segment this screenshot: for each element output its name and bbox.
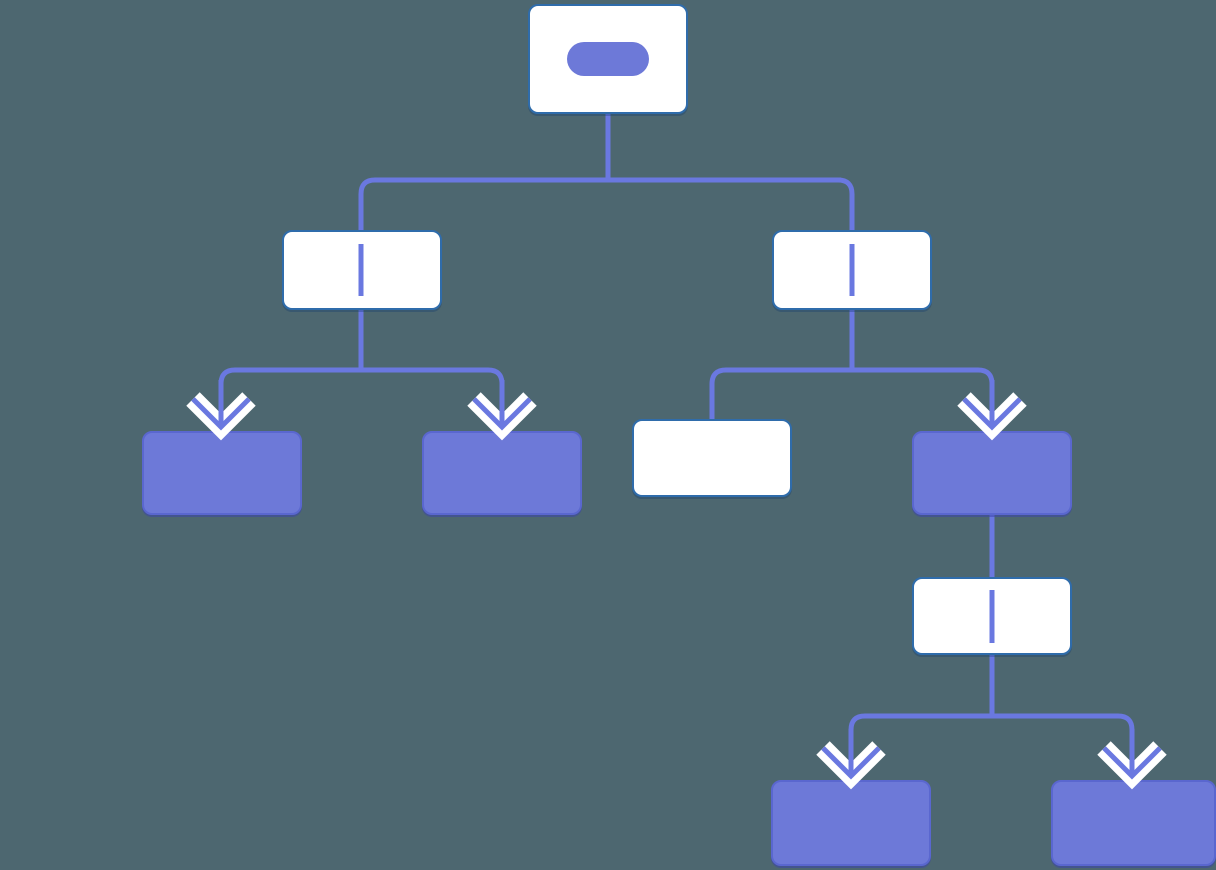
- path-branchl-to-ll2: [361, 367, 505, 432]
- arrowhead-halo: [1097, 741, 1167, 790]
- path-branchr2-to-b2: [992, 713, 1135, 781]
- arrowhead-node-r2: [957, 380, 1027, 441]
- path-branchl-to-ll1: [218, 367, 361, 432]
- arrowhead-core: [472, 397, 532, 431]
- arrowhead-core: [821, 746, 881, 780]
- path-root-to-right: [608, 177, 855, 230]
- arrowhead-core: [962, 397, 1022, 431]
- arrowhead-leaf-b2: [1097, 729, 1167, 790]
- node-branch-r[interactable]: [772, 230, 932, 310]
- arrowhead-core: [191, 397, 251, 431]
- arrowhead-leaf-b1: [816, 729, 886, 790]
- node-leaf-l2[interactable]: [422, 431, 582, 515]
- node-leaf-b1[interactable]: [771, 780, 931, 866]
- arrowhead-halo: [467, 392, 537, 441]
- path-branchr2-to-b1: [848, 713, 992, 781]
- path-branchr-to-rl1: [709, 367, 852, 420]
- root-node-pill: [567, 42, 649, 76]
- node-leaf-b2[interactable]: [1051, 780, 1216, 866]
- node-branch-l[interactable]: [282, 230, 442, 310]
- node-leaf-l1[interactable]: [142, 431, 302, 515]
- arrowhead-halo: [186, 392, 256, 441]
- arrowhead-leaf-l1: [186, 380, 256, 441]
- node-branch-r2[interactable]: [912, 577, 1072, 655]
- arrowhead-leaf-l2: [467, 380, 537, 441]
- node-leaf-r1[interactable]: [632, 419, 792, 497]
- arrowhead-halo: [816, 741, 886, 790]
- path-root-to-left: [358, 177, 608, 230]
- arrowhead-core: [1102, 746, 1162, 780]
- path-branchr-to-rr2: [852, 367, 995, 432]
- node-node-r2[interactable]: [912, 431, 1072, 515]
- arrowhead-halo: [957, 392, 1027, 441]
